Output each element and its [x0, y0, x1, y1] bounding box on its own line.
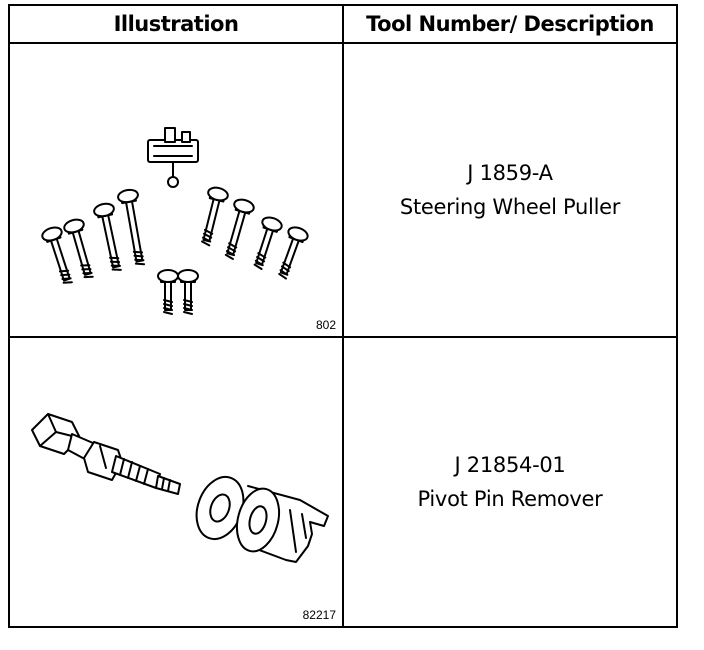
steering-wheel-puller-bolts-icon: [41, 127, 309, 315]
illustration-cell: 82217: [8, 336, 344, 628]
figure-number: 802: [315, 318, 336, 332]
tool-description: Pivot Pin Remover: [417, 487, 603, 511]
illustration-cell: 802: [8, 42, 344, 338]
pivot-pin-remover-icon: [31, 413, 329, 563]
tool-description-cell: J 1859-A Steering Wheel Puller: [342, 42, 678, 338]
header-tool-description: Tool Number/ Description: [342, 4, 678, 44]
tool-description: Steering Wheel Puller: [399, 195, 621, 219]
header-illustration: Illustration: [8, 4, 344, 44]
figure-number: 82217: [302, 608, 336, 622]
tool-number: J 1859-A: [467, 161, 553, 185]
tool-table: Illustration Tool Number/ Description: [8, 4, 678, 628]
tool-number: J 21854-01: [454, 453, 566, 477]
header-row: Illustration Tool Number/ Description: [8, 4, 678, 44]
table-row: 802 J 1859-A Steering Wheel Puller: [8, 42, 678, 338]
tool-description-cell: J 21854-01 Pivot Pin Remover: [342, 336, 678, 628]
table-row: 82217 J 21854-01 Pivot Pin Remover: [8, 336, 678, 628]
